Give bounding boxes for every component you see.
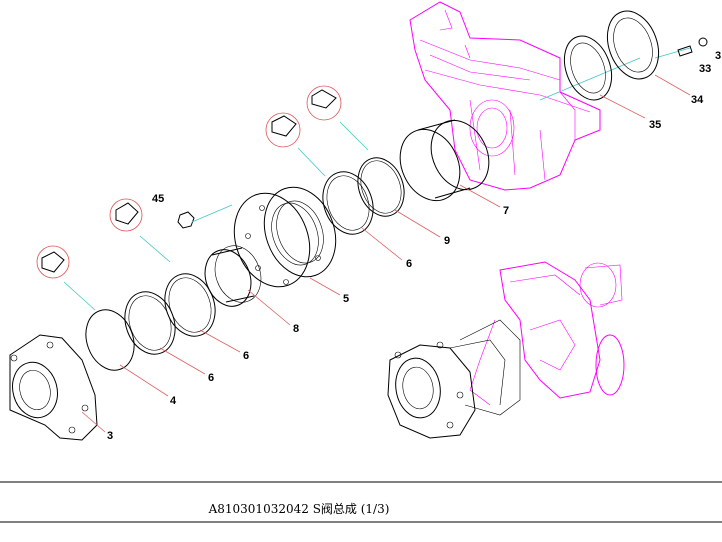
bearing-seat-5 xyxy=(233,186,337,288)
sleeve-7 xyxy=(399,119,490,202)
callout-3-top: 3 xyxy=(715,50,722,62)
callout-9: 9 xyxy=(444,235,451,247)
leader-lines xyxy=(81,74,691,433)
detail-zoom-markers xyxy=(36,85,369,311)
callout-4: 4 xyxy=(170,395,177,407)
gasket-35 xyxy=(563,35,613,101)
seal-rings-9 xyxy=(357,157,405,217)
seal-ring-6-upper xyxy=(322,171,374,235)
bolt-33 xyxy=(677,37,708,57)
flange-3 xyxy=(9,334,98,441)
callout-34: 34 xyxy=(691,94,704,106)
nut-45 xyxy=(177,211,195,229)
callout-3: 3 xyxy=(107,430,114,442)
o-ring-4 xyxy=(85,309,135,371)
callout-7: 7 xyxy=(503,205,510,217)
callout-33: 33 xyxy=(699,63,712,75)
s-valve-assembly xyxy=(387,261,625,439)
caption-text: A810301032042 S阀总成 (1/3) xyxy=(208,502,390,516)
cover-plate-34 xyxy=(606,10,660,80)
callout-8: 8 xyxy=(293,323,300,335)
sleeve-8 xyxy=(204,245,262,307)
callout-6-a: 6 xyxy=(406,258,413,270)
callout-35: 35 xyxy=(649,119,662,131)
drawing-caption: A810301032042 S阀总成 (1/3) xyxy=(0,500,722,517)
callout-5: 5 xyxy=(343,293,350,305)
seal-ring-6-middle xyxy=(164,273,216,337)
callout-6-b: 6 xyxy=(243,350,250,362)
housing-frame-top xyxy=(409,1,601,191)
callout-45: 45 xyxy=(152,193,165,205)
callout-6-c: 6 xyxy=(208,372,215,384)
